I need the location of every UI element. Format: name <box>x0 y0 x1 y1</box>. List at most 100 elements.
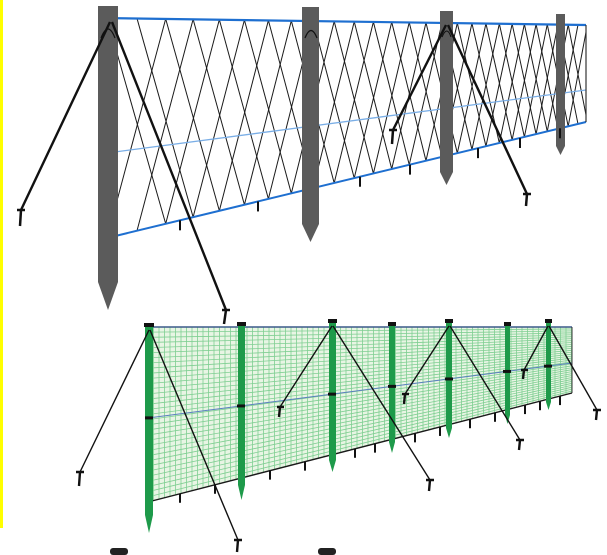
mesh-strand <box>353 21 393 170</box>
fence-post <box>329 322 336 472</box>
cropped-bottom-shapes <box>110 548 336 555</box>
ground-stake <box>222 308 230 325</box>
guy-wire <box>279 325 333 408</box>
mesh-strand <box>243 20 292 205</box>
guy-wire <box>523 325 549 371</box>
grid-strand <box>148 375 572 457</box>
middle-wire <box>106 89 587 154</box>
grid-strand <box>148 347 572 385</box>
post-clip <box>237 404 245 408</box>
post-clip <box>503 369 511 373</box>
fence-post <box>302 7 319 242</box>
grid-strand <box>148 353 572 400</box>
mesh-strand <box>333 21 374 184</box>
square-grid-netting <box>148 327 572 502</box>
fence-post <box>556 14 565 155</box>
grid-strand <box>148 346 572 379</box>
mesh-strand <box>471 23 500 150</box>
top-wire <box>99 16 587 27</box>
grid-strand <box>148 363 572 426</box>
diamond-netting <box>107 18 586 238</box>
grid-strand <box>148 369 572 441</box>
ground-stake <box>402 392 409 405</box>
guy-wire <box>332 325 431 481</box>
mesh-strand <box>523 24 548 138</box>
post-cap <box>504 322 511 326</box>
post-loop <box>304 29 318 39</box>
mesh-strand <box>498 23 525 138</box>
grid-strand <box>148 332 572 343</box>
ground-stake <box>426 478 434 492</box>
top-fence <box>17 6 587 325</box>
mesh-strand <box>391 22 427 161</box>
fence-post <box>440 11 453 185</box>
guy-wire <box>404 325 450 395</box>
cropped-shape <box>318 548 336 555</box>
bottom-wire <box>147 392 573 503</box>
guy-wire <box>391 24 448 131</box>
grid-strand <box>148 384 572 482</box>
yellow-edge-strip <box>0 0 3 528</box>
guy-wire <box>548 325 598 411</box>
ground-stake <box>17 208 25 227</box>
mesh-strand <box>192 19 245 205</box>
ground-stake <box>277 405 284 418</box>
mesh-strand <box>535 24 559 129</box>
mesh-strand <box>218 19 269 200</box>
post-clip <box>328 392 336 396</box>
fence-post <box>389 325 395 453</box>
grid-strand <box>148 380 572 472</box>
fence-post <box>145 325 153 533</box>
mesh-strand <box>511 24 537 140</box>
mesh-strand <box>485 23 513 147</box>
guy-wire <box>449 325 521 441</box>
fence-post <box>505 325 510 424</box>
mesh-strand <box>165 19 220 224</box>
grid-strand <box>148 351 572 395</box>
post-cap <box>545 319 552 323</box>
grid-strand <box>148 328 572 333</box>
middle-wire <box>147 362 573 419</box>
ground-stake <box>523 192 531 207</box>
post-loop <box>441 30 452 38</box>
mesh-strand <box>523 23 548 132</box>
grid-strand <box>148 338 572 359</box>
grid-strand <box>148 355 572 405</box>
mesh-strand <box>136 19 194 231</box>
post-cap <box>388 322 396 326</box>
peg-row <box>179 396 561 503</box>
mesh-strand <box>535 24 559 135</box>
bottom-wire <box>106 121 587 239</box>
grid-strand <box>148 330 572 338</box>
mesh-strand <box>372 22 410 174</box>
post-clip <box>145 416 153 420</box>
grid-strand <box>148 342 572 369</box>
mesh-strand <box>408 22 443 157</box>
mesh-strand <box>165 18 220 211</box>
grid-strand <box>148 367 572 436</box>
mesh-strand <box>456 23 487 154</box>
post-clips <box>145 364 552 420</box>
mesh-strand <box>498 23 525 144</box>
grid-strand <box>148 365 572 431</box>
grid-strand <box>148 344 572 374</box>
mesh-strand <box>456 23 487 147</box>
mesh-strand <box>353 22 393 179</box>
mesh-strand <box>511 23 537 135</box>
mesh-strand <box>192 19 245 218</box>
mesh-strand <box>312 20 355 179</box>
mesh-strand <box>218 20 269 211</box>
grid-strand <box>148 359 572 415</box>
ground-stake <box>76 470 84 487</box>
grid-strand <box>148 371 572 446</box>
grid-strand <box>148 340 572 364</box>
guy-wire <box>446 24 529 195</box>
ground-stake <box>521 368 528 380</box>
grid-strand <box>148 377 572 462</box>
grid-strand <box>148 336 572 354</box>
guy-wire <box>79 329 150 473</box>
ground-stake <box>593 408 601 421</box>
grid-strand <box>148 379 572 467</box>
grid-strand <box>148 388 572 493</box>
post-clip <box>445 377 453 381</box>
